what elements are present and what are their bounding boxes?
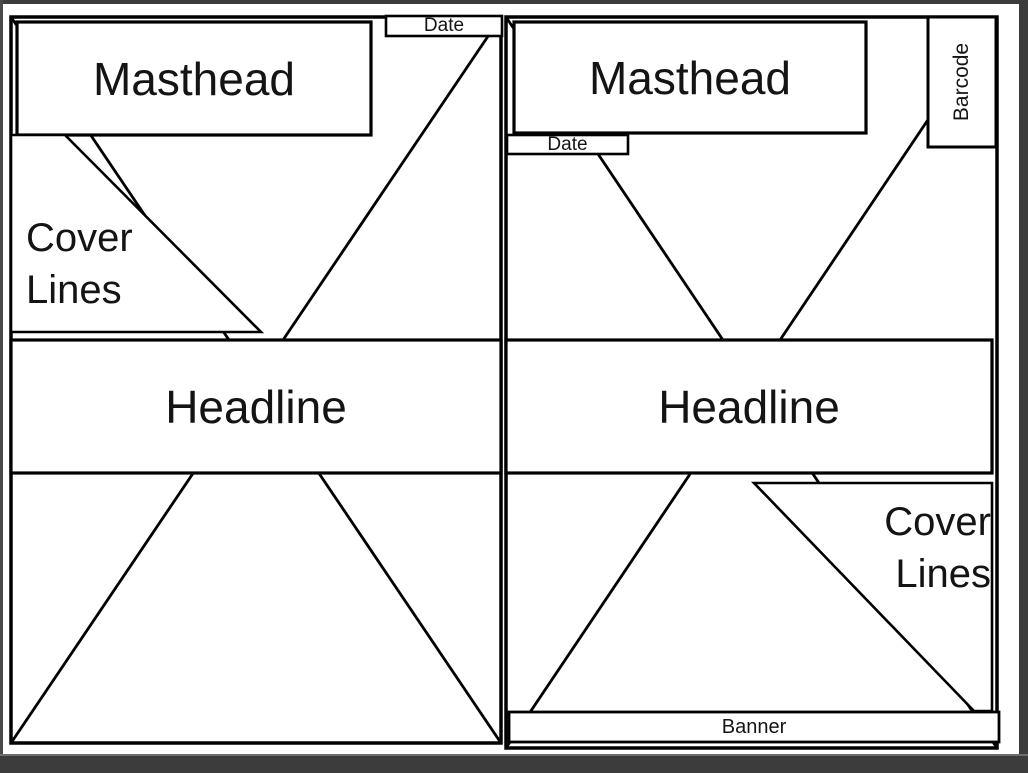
right-barcode-box — [926, 15, 998, 149]
left-masthead-box — [15, 20, 373, 137]
right-date-box — [505, 133, 630, 156]
chrome-bottom-bar — [0, 754, 1028, 773]
right-masthead-box — [512, 20, 868, 135]
left-date-box — [384, 14, 504, 38]
left-cover-lines-panel — [9, 133, 265, 334]
right-banner-box — [507, 710, 1001, 744]
right-headline-band — [504, 338, 994, 475]
chrome-right-bar — [1019, 0, 1028, 773]
left-headline-band — [9, 338, 503, 475]
chrome-top-bar — [0, 0, 1028, 4]
chrome-left-bar — [0, 0, 3, 773]
